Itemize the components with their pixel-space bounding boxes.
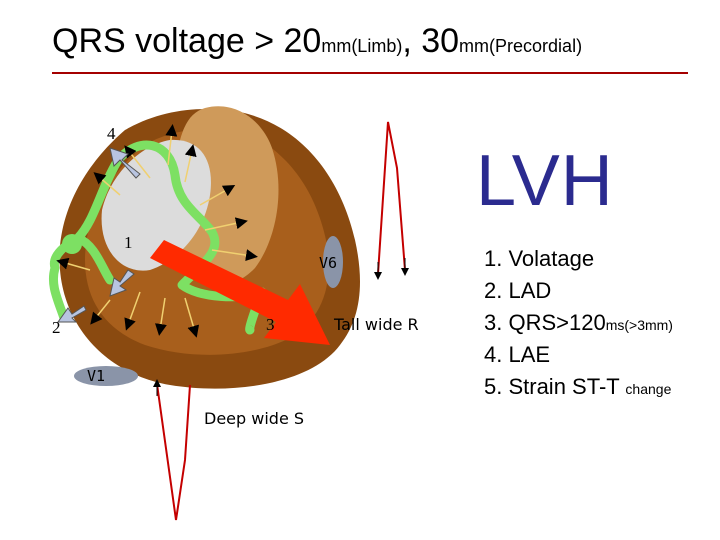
vector-3-label: 3 <box>266 315 275 334</box>
vector-1-label: 1 <box>124 233 133 252</box>
septal-node <box>62 234 82 254</box>
vector-2-label: 2 <box>52 318 61 337</box>
criteria-text: 3. QRS>120 <box>484 310 606 335</box>
criteria-text: 2. LAD <box>484 278 551 303</box>
criteria-text: 4. LAE <box>484 342 550 367</box>
deep-wide-s-label: Deep wide S <box>204 409 304 428</box>
criteria-suffix: change <box>625 381 671 397</box>
v1-electrode <box>74 366 138 386</box>
tall-wide-r-waveform <box>378 122 405 276</box>
criteria-item: 4. LAE <box>484 340 673 372</box>
criteria-item: 3. QRS>120ms(>3mm) <box>484 308 673 340</box>
deep-wide-s-waveform <box>157 383 190 520</box>
criteria-item: 1. Volatage <box>484 244 673 276</box>
criteria-text: 1. Volatage <box>484 246 594 271</box>
criteria-list: 1. Volatage 2. LAD 3. QRS>120ms(>3mm) 4.… <box>484 244 673 404</box>
criteria-text: 5. Strain ST-T <box>484 374 625 399</box>
criteria-suffix: ms(>3mm) <box>606 317 673 333</box>
lvh-heading: LVH <box>476 140 614 222</box>
vector-4-label: 4 <box>107 124 116 143</box>
lead-v1-label: V1 <box>87 367 105 385</box>
criteria-item: 5. Strain ST-T change <box>484 372 673 404</box>
criteria-item: 2. LAD <box>484 276 673 308</box>
tall-wide-r-label: Tall wide R <box>333 315 419 334</box>
lead-v6-label: V6 <box>319 254 337 272</box>
